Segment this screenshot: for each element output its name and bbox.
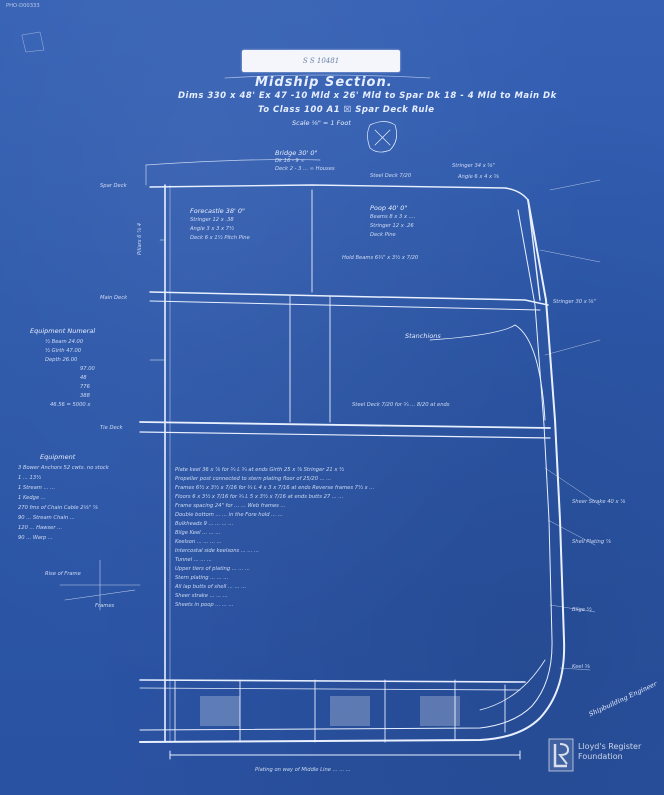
spec-line: Stern plating ... ... ... xyxy=(175,575,229,581)
poop-line-2: Stringer 12 x .26 xyxy=(370,223,414,229)
inner-shell-line xyxy=(139,209,553,731)
spec-line: Bulkheads 9 ... ... ... ... xyxy=(175,521,234,527)
stanchions-label: Stanchions xyxy=(405,332,441,340)
spec-line: All lap butts of shell ... ... ... xyxy=(175,584,247,590)
poop-line-3: Deck Pine xyxy=(370,232,396,238)
frames-label: Frames xyxy=(95,603,115,609)
upper-deck-stringer xyxy=(149,300,541,311)
archive-logo-text: Lloyd's Register Foundation xyxy=(578,742,641,762)
shell-label: Bilge ½ xyxy=(572,607,592,613)
main-deck-side-label: Main Deck xyxy=(100,295,128,301)
floor-girders xyxy=(174,679,506,743)
gunwale-stringer-label: Stringer 30 x ⅝" xyxy=(553,299,596,305)
numeral-row: 388 xyxy=(80,393,90,399)
class-line: To Class 100 A1 ☒ Spar Deck Rule xyxy=(258,105,435,115)
spec-line: Propeller post connected to stern platin… xyxy=(175,476,332,482)
spec-line: Upper tiers of plating ... ... ... xyxy=(175,566,250,572)
dimensions-line: Dims 330 x 48' Ex 47 -10 Mld x 26' Mld t… xyxy=(178,91,557,101)
main-deck-stringer-label: Steel Deck 7/20 for ¾ ... 8/20 at ends xyxy=(352,402,450,408)
catalogue-number: PHO-D00333 xyxy=(6,3,40,9)
scale-line: Scale ⅛" = 1 Foot xyxy=(292,119,351,127)
lloyds-register-logo xyxy=(548,738,574,772)
steel-deck-label: Steel Deck 7/20 xyxy=(370,173,412,179)
rise-of-frame-label: Rise of Frame xyxy=(45,571,81,577)
numeral-row: 97.00 xyxy=(80,366,95,372)
forecastle-line-1: Stringer 12 x .38 xyxy=(190,217,234,223)
shell-label: Sheer Strake 40 x ⅞ xyxy=(572,499,626,505)
upper-deck-line xyxy=(149,291,549,306)
numeral-row: 48 xyxy=(80,375,87,381)
drawing-title: Midship Section. xyxy=(255,75,393,90)
equipment-numeral-heading: Equipment Numeral xyxy=(30,327,96,335)
registration-plate: S S 10481 xyxy=(242,50,400,72)
numeral-row: ½ Girth 47.00 xyxy=(45,348,82,354)
forecastle-line-2: Angle 3 x 3 x 7½ xyxy=(190,226,235,232)
spec-line: Frames 6½ x 3½ x 7/16 for ¾ L 4 x 3 x 7/… xyxy=(175,485,375,491)
scale-stamp xyxy=(367,121,397,153)
main-deck-line xyxy=(139,421,551,429)
bridge-label-1: Bridge 30' 0" xyxy=(275,149,318,157)
plate-label: S S 10481 xyxy=(302,57,340,65)
spec-line: Double bottom ... ... in the Fore hold .… xyxy=(175,512,283,518)
spec-line: Plate keel 36 x ⅞ for ¾ L ¾ at ends Girt… xyxy=(175,467,345,473)
spec-line: Frame spacing 24" for ... ... Web frames… xyxy=(175,503,286,509)
forecastle-label: Forecastle 38' 0" xyxy=(190,207,245,215)
title-underline xyxy=(224,74,431,79)
numeral-row: 776 xyxy=(80,384,90,390)
bottom-note: Plating on way of Middle Line ... ... ..… xyxy=(255,767,351,773)
spec-line: Tunnel ... ... ... xyxy=(175,557,212,563)
spec-line: Keelson ... ... ... ... xyxy=(175,539,222,545)
shell-label: Keel ⅝ xyxy=(572,664,590,670)
stringer-angle-label: Angle 6 x 4 x ⅝ xyxy=(458,174,499,180)
equipment-row: 1 ... 13½ xyxy=(18,475,42,481)
poop-label: Poop 40' 0" xyxy=(370,204,408,212)
bridge-label-3: Deck 2 - 3 ... ∞ Houses xyxy=(275,166,335,172)
archive-logo-line: Lloyd's Register xyxy=(578,742,642,751)
shell-label: Shell Plating ⅞ xyxy=(572,539,611,545)
shell-outline xyxy=(139,199,566,743)
bridge-label-2: Dk 16 - 9 ∞ xyxy=(275,158,305,164)
bilge-bracket xyxy=(479,659,546,711)
spar-deck-line xyxy=(149,184,541,301)
spec-line: Intercostal side keelsons ... ... ... xyxy=(175,548,259,554)
equipment-row: 1 Stream ... ... xyxy=(18,485,56,491)
spec-line: Sheets in poop ... ... ... xyxy=(175,602,234,608)
main-deck-lower xyxy=(139,431,551,439)
equipment-heading: Equipment xyxy=(40,453,76,461)
equipment-row: 1 Kedge ... xyxy=(18,495,46,501)
spar-deck-side-label: Spar Deck xyxy=(100,183,127,189)
spec-line: Sheer strake ... ... ... xyxy=(175,593,228,599)
poop-line-1: Beams 8 x 3 x .... xyxy=(370,214,416,220)
pillar-side-label: Pillars 6 ⅞ 4 xyxy=(137,222,143,255)
tank-top-line xyxy=(139,679,526,683)
numeral-row: 46.56 = 5000 x xyxy=(50,402,91,408)
shell-hatch xyxy=(200,696,460,726)
equipment-row: 120 ... Hawser ... xyxy=(18,525,63,531)
girth-dimension xyxy=(169,750,521,760)
equipment-row: 270 fms of Chain Cable 2⅛" ⅞ xyxy=(18,505,98,511)
spec-line: Floors 6 x 3½ x 7/16 for ¾ L 5 x 3½ x 7/… xyxy=(175,494,344,500)
numeral-row: ½ Beam 24.00 xyxy=(45,339,84,345)
forecastle-line-3: Deck 6 x 1½ Pitch Pine xyxy=(190,235,250,241)
archive-logo-line: Foundation xyxy=(578,752,623,761)
spar-stringer-label: Stringer 34 x ⅝" xyxy=(452,163,495,169)
equipment-row: 90 ... Warp ... xyxy=(18,535,53,541)
tank-top-lower xyxy=(139,687,521,691)
numeral-row: Depth 26.00 xyxy=(45,357,78,363)
hold-beams-label: Hold Beams 6¾" x 3½ x 7/20 xyxy=(342,255,419,261)
equipment-row: 3 Bower Anchors 52 cwts. no stock xyxy=(18,465,109,471)
tie-deck-side-label: Tie Deck xyxy=(100,425,123,431)
spec-line: Bilge Keel ... ... ... xyxy=(175,530,221,536)
equipment-row: 90 ... Stream Chain ... xyxy=(18,515,75,521)
rise-of-frame-sketch xyxy=(59,559,141,611)
web-frame-curve xyxy=(514,324,546,421)
